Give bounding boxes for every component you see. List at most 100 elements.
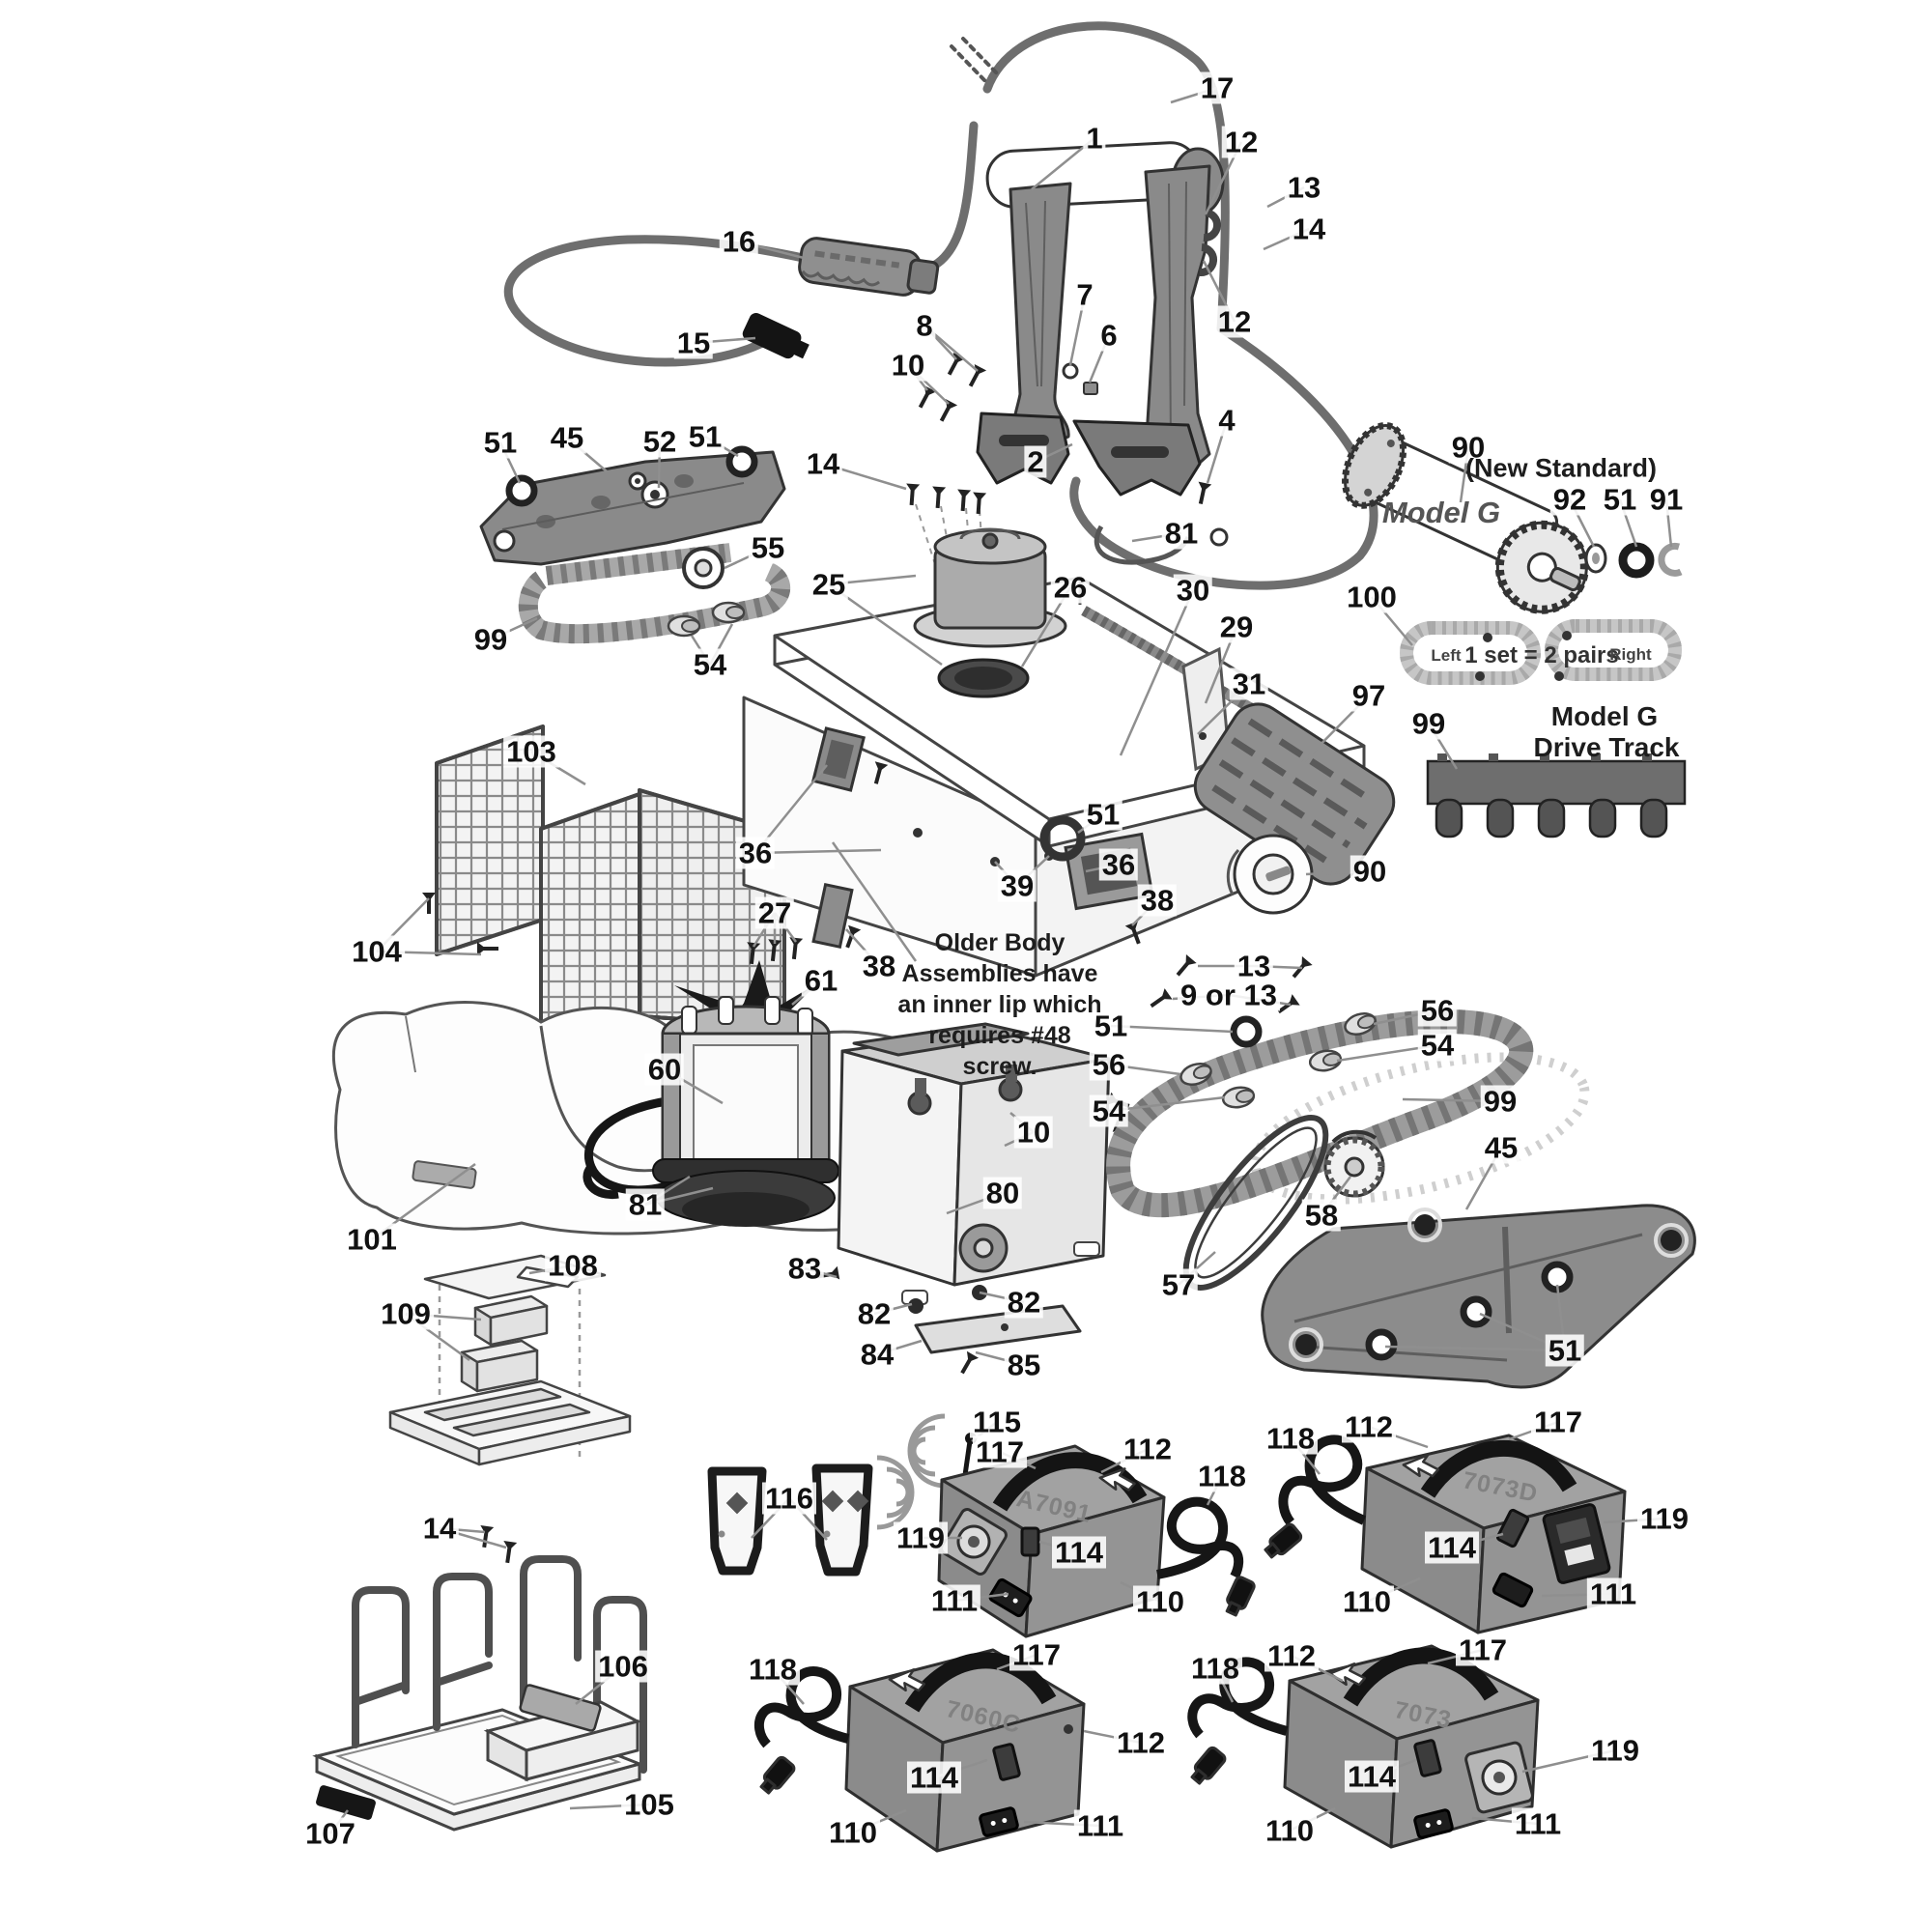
power-supply-7073 <box>1186 1644 1540 1849</box>
filter-screens <box>435 724 786 1043</box>
part-callout-16: 16 <box>719 225 759 258</box>
part-callout-45: 45 <box>1481 1131 1521 1164</box>
side-brush <box>1193 702 1396 915</box>
part-callout-58: 58 <box>1301 1199 1342 1232</box>
part-callout-2: 2 <box>1024 445 1047 478</box>
part-callout-99: 99 <box>1480 1085 1520 1118</box>
part-callout-119: 119 <box>1636 1502 1692 1535</box>
part-callout-54: 54 <box>1417 1029 1458 1062</box>
part-callout-112: 112 <box>1264 1639 1320 1672</box>
part-callout-6: 6 <box>1097 319 1121 352</box>
part-callout-110: 110 <box>1262 1814 1318 1847</box>
part-callout-57: 57 <box>1158 1268 1199 1301</box>
part-callout-80: 80 <box>982 1177 1023 1209</box>
part-callout-119: 119 <box>1587 1734 1643 1767</box>
part-callout-92: 92 <box>1549 483 1590 516</box>
part-callout-45: 45 <box>547 421 587 454</box>
part-callout-27: 27 <box>754 896 795 929</box>
part-callout-9-or-13: 9 or 13 <box>1178 979 1280 1011</box>
annotation-new-standard: (New Standard) <box>1464 453 1658 483</box>
part-callout-114: 114 <box>1051 1536 1107 1569</box>
part-callout-17: 17 <box>1197 71 1237 104</box>
part-callout-51: 51 <box>1600 483 1640 516</box>
part-callout-103: 103 <box>503 735 559 768</box>
remote-controls <box>707 1458 912 1577</box>
part-callout-117: 117 <box>972 1435 1028 1468</box>
leader-line-51 <box>1384 1345 1566 1352</box>
part-callout-112: 112 <box>1341 1410 1397 1443</box>
part-callout-10: 10 <box>888 349 928 382</box>
part-callout-31: 31 <box>1229 668 1269 700</box>
top-tank <box>913 503 1067 648</box>
part-callout-101: 101 <box>344 1223 400 1256</box>
part-callout-1: 1 <box>1083 122 1106 155</box>
left-side-plate-assembly <box>479 450 786 566</box>
part-callout-54: 54 <box>690 648 730 681</box>
annotation-pair-left: Left <box>1431 646 1462 665</box>
note-leader-line <box>831 841 918 962</box>
storage-caddy <box>312 1555 647 1832</box>
part-callout-90: 90 <box>1448 431 1489 464</box>
part-callout-51: 51 <box>480 426 521 459</box>
annotation-model-g-track-1: Model G <box>1550 701 1659 731</box>
part-callout-14: 14 <box>419 1512 460 1545</box>
part-callout-82: 82 <box>854 1297 895 1330</box>
track-pair-set <box>1400 619 1682 685</box>
part-callout-15: 15 <box>673 327 714 359</box>
part-callout-108: 108 <box>545 1249 601 1282</box>
part-callout-99: 99 <box>470 623 511 656</box>
part-callout-117: 117 <box>1530 1406 1586 1438</box>
annotation-older-body-note: Older Body Assemblies have an inner lip … <box>897 929 1102 1080</box>
part-callout-30: 30 <box>1173 574 1213 607</box>
part-callout-56: 56 <box>1089 1048 1129 1081</box>
part-callout-107: 107 <box>302 1817 358 1850</box>
part-callout-7: 7 <box>1073 278 1096 311</box>
part-callout-118: 118 <box>745 1653 801 1686</box>
part-callout-112: 112 <box>1120 1433 1176 1465</box>
cord-plug <box>742 313 810 359</box>
part-callout-117: 117 <box>1455 1634 1511 1666</box>
part-callout-51: 51 <box>1545 1334 1585 1367</box>
part-callout-110: 110 <box>825 1816 881 1849</box>
part-callout-10: 10 <box>1013 1116 1054 1149</box>
part-callout-13: 13 <box>1284 171 1324 204</box>
part-callout-29: 29 <box>1216 611 1257 643</box>
part-callout-82: 82 <box>1004 1286 1044 1319</box>
part-callout-38: 38 <box>859 950 899 982</box>
part-callout-83: 83 <box>784 1252 825 1285</box>
part-callout-26: 26 <box>1050 571 1091 604</box>
part-callout-85: 85 <box>1004 1349 1044 1381</box>
part-callout-119: 119 <box>893 1521 949 1554</box>
part-callout-13: 13 <box>1234 950 1274 982</box>
leader-line-36 <box>754 848 882 855</box>
part-callout-114: 114 <box>1344 1760 1400 1793</box>
part-callout-118: 118 <box>1187 1652 1243 1685</box>
part-callout-104: 104 <box>349 935 405 968</box>
right-track-assembly <box>1106 1009 1590 1291</box>
part-callout-51: 51 <box>685 420 725 453</box>
part-callout-8: 8 <box>913 309 936 342</box>
part-callout-39: 39 <box>997 869 1037 902</box>
part-callout-14: 14 <box>803 447 843 480</box>
part-callout-38: 38 <box>1137 884 1178 917</box>
part-callout-81: 81 <box>1161 517 1202 550</box>
part-callout-105: 105 <box>621 1788 677 1821</box>
part-callout-106: 106 <box>595 1650 651 1683</box>
part-callout-110: 110 <box>1339 1585 1395 1618</box>
annotation-pair-note: 1 set = 2 pairs <box>1464 642 1619 668</box>
part-callout-4: 4 <box>1215 404 1238 437</box>
part-callout-111: 111 <box>927 1584 981 1617</box>
part-callout-115: 115 <box>969 1406 1025 1438</box>
cord-float <box>798 237 940 297</box>
part-callout-111: 111 <box>1073 1809 1127 1842</box>
leader-line-30 <box>1119 589 1195 756</box>
part-callout-25: 25 <box>809 568 849 601</box>
part-callout-100: 100 <box>1344 581 1400 613</box>
part-callout-54: 54 <box>1089 1094 1129 1127</box>
leader-line-51 <box>1110 1024 1234 1034</box>
model-g-drive-track-strip <box>1426 753 1687 838</box>
pump-motor <box>582 960 839 1227</box>
annotation-model-g: Model G <box>1381 496 1501 529</box>
